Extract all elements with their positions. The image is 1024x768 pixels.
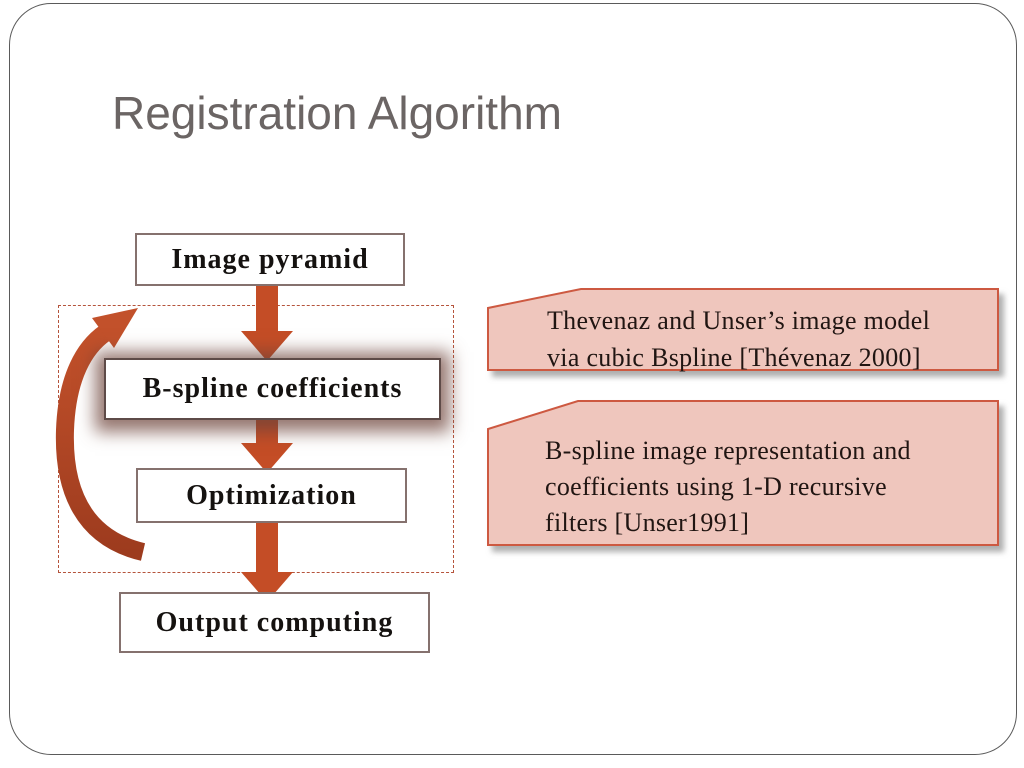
- callout-line: B-spline image representation and: [545, 436, 911, 465]
- flow-box-label: Optimization: [186, 479, 357, 511]
- arrow-down-icon: [241, 413, 293, 473]
- flow-box-bspline-coefficients: B-spline coefficients: [104, 358, 441, 420]
- flow-box-output-computing: Output computing: [119, 592, 430, 653]
- arrow-head: [241, 331, 293, 361]
- callout-unser: B-spline image representation and coeffi…: [487, 400, 1000, 547]
- flow-box-label: Image pyramid: [171, 243, 369, 275]
- callout-text: B-spline image representation and coeffi…: [545, 433, 911, 541]
- callout-line: Thevenaz and Unser’s image model: [547, 306, 931, 335]
- callout-text: Thevenaz and Unser’s image model via cub…: [547, 302, 930, 376]
- arrow-shaft: [256, 518, 278, 572]
- slide-title: Registration Algorithm: [112, 87, 562, 139]
- arrow-down-icon: [241, 281, 293, 361]
- callout-thevenaz: Thevenaz and Unser’s image model via cub…: [487, 288, 1000, 372]
- arrow-shaft: [256, 413, 278, 443]
- arrow-down-icon: [241, 518, 293, 602]
- flow-box-label: Output computing: [155, 606, 394, 638]
- arrow-shaft: [256, 281, 278, 331]
- callout-line: coefficients using 1-D recursive: [545, 472, 887, 501]
- callout-shape: [487, 400, 999, 546]
- flow-box-label: B-spline coefficients: [142, 373, 403, 404]
- callout-line: filters [Unser1991]: [545, 508, 750, 537]
- flow-box-image-pyramid: Image pyramid: [135, 233, 405, 286]
- callout-line: via cubic Bspline [Thévenaz 2000]: [547, 343, 921, 372]
- flow-box-optimization: Optimization: [136, 468, 407, 523]
- loop-arrow-icon: [55, 308, 146, 561]
- callout-shape: [487, 288, 999, 371]
